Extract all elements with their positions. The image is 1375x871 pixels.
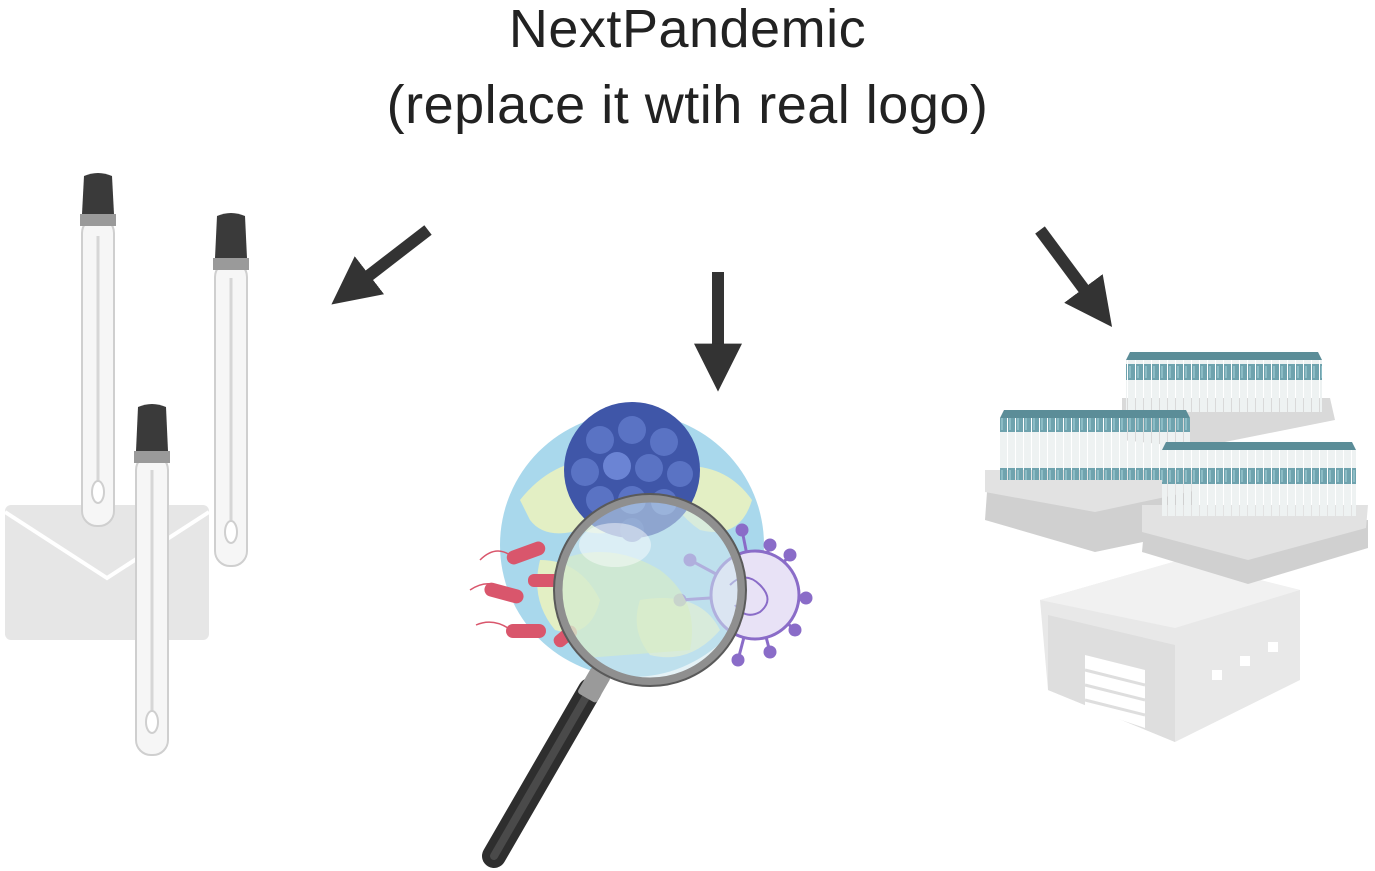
swab-tubes-envelope-icon [3,173,249,756]
swab-tube-icon [134,404,170,756]
arrows [331,225,1113,392]
envelope-icon [3,505,211,640]
sample-rack-icon [1122,352,1335,448]
sample-rack-icon [1142,442,1368,584]
magnifier-icon [482,493,747,868]
title-line-1: NextPandemic [508,0,867,59]
globe-magnifier-pathogens-icon [469,402,813,868]
swab-tube-icon [80,173,116,527]
swab-tube-icon [213,213,249,567]
arrow-right [1035,226,1113,327]
warehouse-icon [1040,560,1300,742]
sample-racks-warehouse-icon [985,352,1368,742]
title-line-2: (replace it wtih real logo) [386,75,989,135]
arrow-left [331,225,432,305]
